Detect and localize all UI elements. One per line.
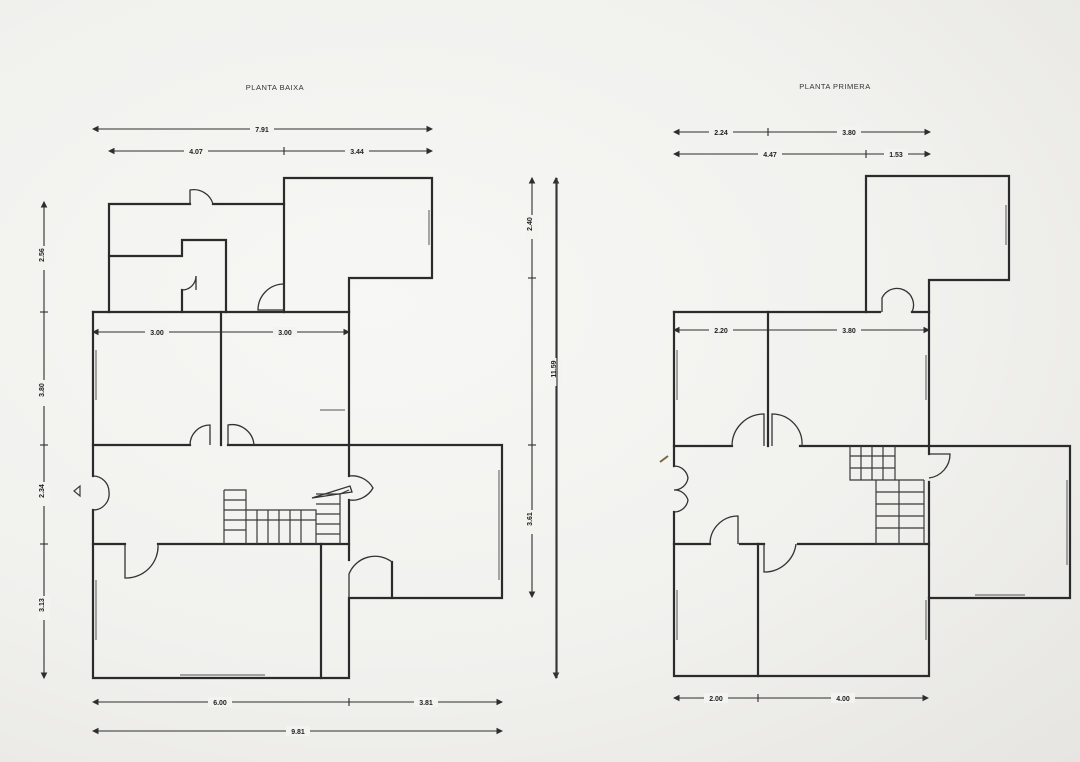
ground-dimensions-left: 2.56 3.80 2.34 3.13 [38, 200, 50, 680]
dim-first-bottom-left: 2.00 [709, 696, 723, 703]
dim-ground-left-mid: 3.80 [39, 383, 46, 397]
dim-ground-room-left: 3.00 [150, 330, 164, 337]
first-floor-doors [673, 287, 951, 573]
ground-room-dimensions: 3.00 3.00 [91, 327, 351, 337]
title-ground-floor: PLANTA BAIXA [246, 83, 304, 92]
pencil-mark [659, 455, 669, 463]
first-floor-windows [676, 205, 1068, 640]
first-dimensions-bottom: 2.00 4.00 [672, 693, 930, 703]
first-room-dimensions: 2.20 3.80 [672, 325, 931, 335]
dim-ground-top-total: 7.91 [255, 127, 269, 134]
dim-first-room-left: 2.20 [714, 328, 728, 335]
dim-first-room-right: 3.80 [842, 328, 856, 335]
ground-dimensions-bottom: 6.00 3.81 9.81 [91, 697, 504, 736]
ground-floor-doors [92, 188, 393, 598]
entrance-marker-icon [73, 484, 81, 498]
ground-floor-walls [91, 176, 504, 680]
ground-dimensions-right: 2.40 3.61 11.59 [526, 176, 562, 680]
dim-first-top2-right: 1.53 [889, 152, 903, 159]
ground-floor-windows [95, 210, 500, 676]
dim-ground-bottom-left: 6.00 [213, 700, 227, 707]
dim-ground-right-total: 11.59 [551, 360, 558, 377]
dim-first-bottom-right: 4.00 [836, 696, 850, 703]
dim-ground-left-top: 2.56 [39, 248, 46, 262]
dim-first-top-left: 2.24 [714, 130, 728, 137]
dim-ground-bottom-right: 3.81 [419, 700, 433, 707]
dim-first-top-right: 3.80 [842, 130, 856, 137]
dim-ground-top-left: 4.07 [189, 149, 203, 156]
first-floor-stairs [849, 446, 925, 545]
first-dimensions-top: 2.24 3.80 4.47 1.53 [672, 127, 932, 159]
dim-ground-left-low: 2.34 [39, 484, 46, 498]
dim-ground-left-bottom: 3.13 [39, 598, 46, 612]
first-floor-walls [672, 174, 1072, 678]
title-first-floor: PLANTA PRIMERA [799, 82, 870, 91]
ground-floor-stairs [223, 489, 350, 544]
dim-ground-bottom-total: 9.81 [291, 729, 305, 736]
ground-dimensions-top: 7.91 4.07 3.44 [91, 124, 434, 156]
dim-first-top2-left: 4.47 [763, 152, 777, 159]
dim-ground-right-top: 2.40 [527, 217, 534, 231]
dim-ground-right-mid: 3.61 [527, 512, 534, 526]
dim-ground-room-right: 3.00 [278, 330, 292, 337]
dim-ground-top-right: 3.44 [350, 149, 364, 156]
